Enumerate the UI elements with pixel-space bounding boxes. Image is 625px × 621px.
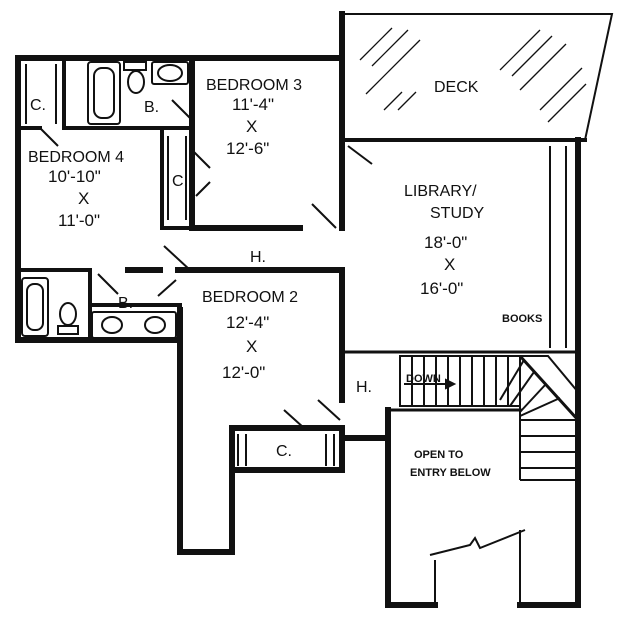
bedroom2-height: 12'-0" bbox=[222, 363, 265, 382]
bedroom2-name: BEDROOM 2 bbox=[202, 289, 298, 306]
bedroom2-width: 12'-4" bbox=[226, 313, 269, 332]
books-label: BOOKS bbox=[502, 313, 542, 325]
library-width: 18'-0" bbox=[424, 233, 467, 252]
closet-details bbox=[25, 64, 567, 466]
walls bbox=[15, 11, 581, 608]
bedroom3-width: 11'-4" bbox=[232, 95, 274, 114]
hall-label-lower: H. bbox=[356, 379, 372, 396]
bath-label-top: B. bbox=[144, 99, 159, 116]
bath-label-lower: B. bbox=[118, 295, 133, 312]
library-height: 16'-0" bbox=[420, 279, 463, 298]
closet-label-bedroom2: C. bbox=[276, 443, 292, 460]
library-x: X bbox=[444, 255, 455, 274]
bedroom3-height: 12'-6" bbox=[226, 139, 269, 158]
open-to-label: OPEN TO bbox=[414, 449, 464, 461]
door-swings bbox=[39, 99, 373, 429]
bedroom2-x: X bbox=[246, 337, 257, 356]
bath-fixtures bbox=[21, 61, 189, 339]
entry-below-label: ENTRY BELOW bbox=[410, 467, 491, 479]
library-name-1: LIBRARY/ bbox=[404, 183, 477, 200]
bedroom4-x: X bbox=[78, 189, 89, 208]
bedroom3-x: X bbox=[246, 117, 257, 136]
bedroom4-height: 11'-0" bbox=[58, 211, 100, 230]
room-labels: BEDROOM 3 11'-4" X 12'-6" BEDROOM 4 10'-… bbox=[28, 77, 542, 479]
stairs-down-label: DOWN bbox=[406, 373, 441, 385]
bedroom4-width: 10'-10" bbox=[48, 167, 101, 186]
deck-label: DECK bbox=[434, 79, 479, 96]
deck bbox=[340, 13, 614, 142]
bedroom4-name: BEDROOM 4 bbox=[28, 149, 124, 166]
closet-label-top-left: C. bbox=[30, 97, 46, 114]
library-name-2: STUDY bbox=[430, 205, 485, 222]
staircase bbox=[399, 354, 580, 481]
bedroom3-name: BEDROOM 3 bbox=[206, 77, 302, 94]
hall-label-upper: H. bbox=[250, 249, 266, 266]
closet-label-bedroom3: C. bbox=[172, 173, 188, 190]
